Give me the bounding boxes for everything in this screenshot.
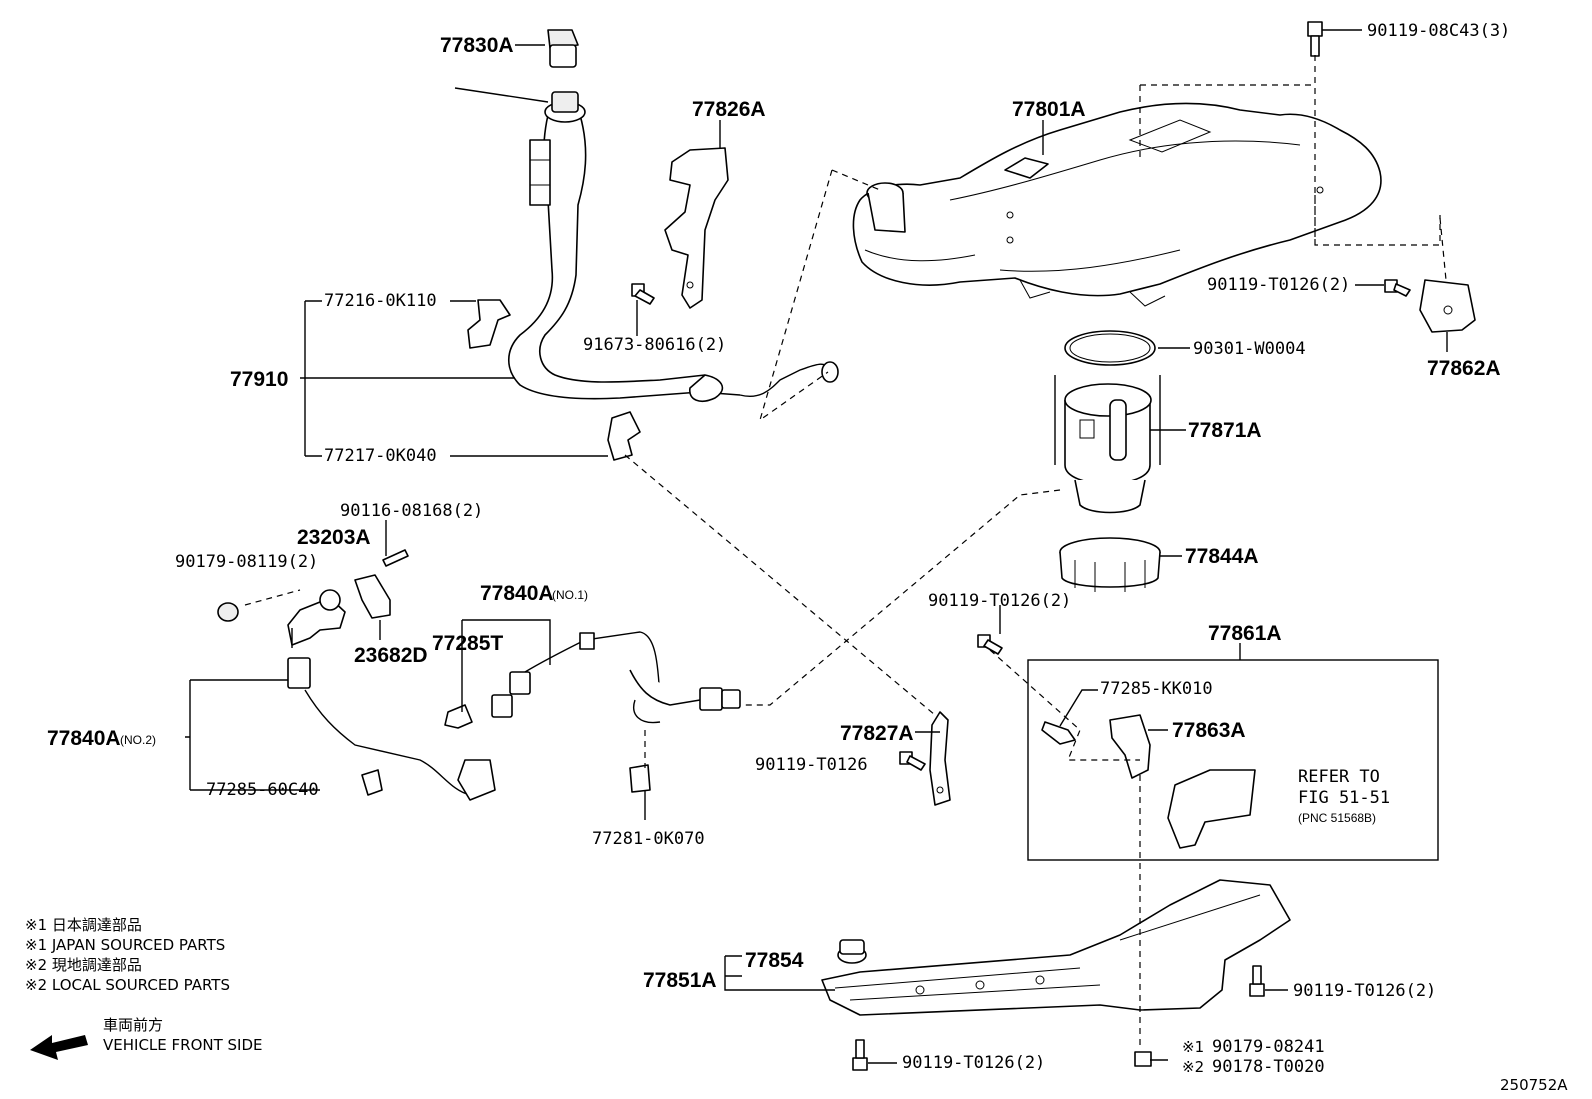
gasket-90301[interactable] bbox=[1064, 330, 1156, 366]
legend-line-1: ※1 日本調達部品 bbox=[25, 916, 142, 934]
callout-77840A-no2[interactable]: 77840A bbox=[47, 727, 121, 750]
callout-90119-T0126-a[interactable]: 90119-T0126(2) bbox=[1207, 275, 1350, 295]
callout-77285-60C40[interactable]: 77285-60C40 bbox=[206, 780, 319, 800]
callout-77863A[interactable]: 77863A bbox=[1172, 719, 1246, 742]
clamp-77217[interactable] bbox=[607, 411, 641, 461]
legend-front-jp: 車両前方 bbox=[103, 1016, 163, 1034]
fuel-pump-retainer[interactable] bbox=[1059, 537, 1161, 592]
callout-77285-KK010[interactable]: 77285-KK010 bbox=[1100, 679, 1213, 699]
callout-90301-W0004[interactable]: 90301-W0004 bbox=[1193, 339, 1306, 359]
callout-77826A[interactable]: 77826A bbox=[692, 98, 766, 121]
nut-90179-08241[interactable] bbox=[1134, 1051, 1152, 1067]
assembly-box-77861A bbox=[1027, 659, 1439, 861]
fuel-cap[interactable] bbox=[547, 29, 579, 68]
nut-90179-08119[interactable] bbox=[217, 602, 239, 622]
callout-77217-0K040[interactable]: 77217-0K040 bbox=[324, 446, 437, 466]
callout-77840A-no1[interactable]: 77840A bbox=[480, 582, 554, 605]
callout-77801A[interactable]: 77801A bbox=[1012, 98, 1086, 121]
callout-91673-80616[interactable]: 91673-80616(2) bbox=[583, 335, 726, 355]
fuel-pump-module[interactable] bbox=[1054, 375, 1161, 514]
clip-77281[interactable] bbox=[629, 764, 651, 793]
callout-90119-08C43[interactable]: 90119-08C43(3) bbox=[1367, 21, 1510, 41]
bolt-90119-T0126-d[interactable] bbox=[852, 1039, 868, 1071]
callout-77861A[interactable]: 77861A bbox=[1208, 622, 1282, 645]
callout-90179-08241-mark: ※1 bbox=[1182, 1038, 1204, 1056]
callout-90119-T0126-d[interactable]: 90119-T0126(2) bbox=[902, 1053, 1045, 1073]
legend-line-4: ※2 LOCAL SOURCED PARTS bbox=[25, 976, 230, 994]
gasket-23682D[interactable] bbox=[354, 574, 391, 619]
bolt-90119-T0126-a[interactable] bbox=[1384, 279, 1411, 297]
leader-lines bbox=[185, 29, 1448, 1064]
refer-line-3: (PNC 51568B) bbox=[1298, 811, 1376, 825]
callout-77910[interactable]: 77910 bbox=[230, 368, 288, 391]
callout-77216-0K110[interactable]: 77216-0K110 bbox=[324, 291, 437, 311]
callout-77862A[interactable]: 77862A bbox=[1427, 357, 1501, 380]
bracket-77827A[interactable] bbox=[929, 711, 951, 806]
callout-90178-T0020[interactable]: 90178-T0020 bbox=[1212, 1057, 1325, 1077]
callout-77840A-no2-suffix: (NO.2) bbox=[120, 733, 156, 747]
wire-harness-no1[interactable] bbox=[491, 631, 741, 724]
callout-23203A[interactable]: 23203A bbox=[297, 526, 371, 549]
clip-77285-KK010[interactable] bbox=[1041, 721, 1076, 745]
refer-line-2[interactable]: FIG 51-51 bbox=[1298, 788, 1390, 808]
callout-90179-08119[interactable]: 90179-08119(2) bbox=[175, 552, 318, 572]
fuel-filler-pipe[interactable] bbox=[454, 87, 839, 402]
bolt-90119-T0126-b[interactable] bbox=[977, 634, 1003, 655]
bolt-91673[interactable] bbox=[631, 283, 655, 305]
refer-line-1: REFER TO bbox=[1298, 767, 1380, 787]
callout-77827A[interactable]: 77827A bbox=[840, 722, 914, 745]
callout-23682D[interactable]: 23682D bbox=[354, 644, 428, 667]
bracket-77863A[interactable] bbox=[1109, 714, 1151, 779]
callout-77840A-no1-suffix: (NO.1) bbox=[552, 588, 588, 602]
protector-77851A[interactable] bbox=[821, 879, 1291, 1016]
legend-line-3: ※2 現地調達部品 bbox=[25, 956, 142, 974]
reference-bracket[interactable] bbox=[1167, 769, 1256, 849]
callout-90119-T0126-c[interactable]: 90119-T0126 bbox=[755, 755, 868, 775]
callout-77285T[interactable]: 77285T bbox=[432, 632, 503, 655]
callout-90179-08241[interactable]: 90179-08241 bbox=[1212, 1037, 1325, 1057]
clip-77854[interactable] bbox=[837, 939, 867, 964]
legend-line-2: ※1 JAPAN SOURCED PARTS bbox=[25, 936, 225, 954]
callout-90178-T0020-mark: ※2 bbox=[1182, 1058, 1204, 1076]
front-direction-arrow bbox=[30, 1035, 88, 1060]
filler-pipe-bracket[interactable] bbox=[664, 147, 729, 309]
clamp-77216[interactable] bbox=[467, 299, 511, 349]
callout-77844A[interactable]: 77844A bbox=[1185, 545, 1259, 568]
illustration-id: 250752A bbox=[1500, 1076, 1568, 1094]
tank-bracket-77862A[interactable] bbox=[1419, 279, 1476, 333]
stud-90116[interactable] bbox=[382, 549, 409, 567]
callout-77830A[interactable]: 77830A bbox=[440, 34, 514, 57]
callout-90116-08168[interactable]: 90116-08168(2) bbox=[340, 501, 483, 521]
callout-77851A[interactable]: 77851A bbox=[643, 969, 717, 992]
legend-front-en: VEHICLE FRONT SIDE bbox=[103, 1036, 263, 1054]
bolt-90119-T0126-c[interactable] bbox=[899, 751, 926, 771]
fuel-filter-23203A[interactable] bbox=[287, 589, 346, 648]
bolt-90119-T0126-e[interactable] bbox=[1249, 965, 1265, 997]
callout-77281-0K070[interactable]: 77281-0K070 bbox=[592, 829, 705, 849]
fuel-tank[interactable] bbox=[852, 102, 1382, 307]
bolt-90119-08C43[interactable] bbox=[1307, 21, 1323, 57]
callout-77854[interactable]: 77854 bbox=[745, 949, 804, 972]
callout-77871A[interactable]: 77871A bbox=[1188, 419, 1262, 442]
callout-90119-T0126-b[interactable]: 90119-T0126(2) bbox=[928, 591, 1071, 611]
callout-90119-T0126-e[interactable]: 90119-T0126(2) bbox=[1293, 981, 1436, 1001]
wire-harness-no2[interactable] bbox=[287, 657, 496, 801]
clip-77285T[interactable] bbox=[444, 704, 473, 729]
